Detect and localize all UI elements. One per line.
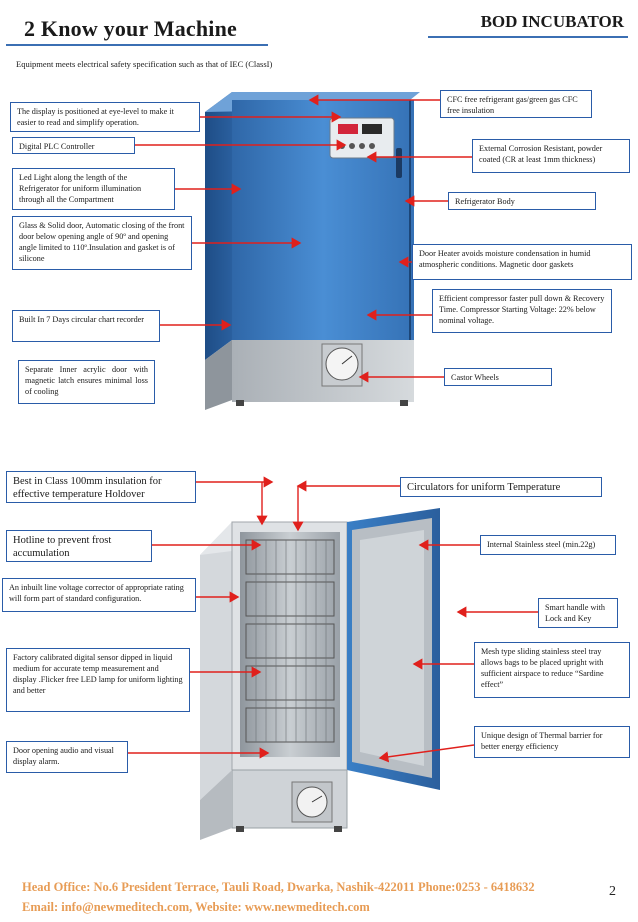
callout-display: The display is positioned at eye-level t… xyxy=(10,102,200,132)
callout-digital-sensor: Factory calibrated digital sensor dipped… xyxy=(6,648,190,712)
page-title: 2 Know your Machine xyxy=(24,16,238,41)
callout-circulators: Circulators for uniform Temperature xyxy=(400,477,602,497)
title-underline xyxy=(6,44,268,46)
safety-subtitle: Equipment meets electrical safety specif… xyxy=(16,59,273,69)
callout-acrylic-door: Separate Inner acrylic door with magneti… xyxy=(18,360,155,404)
callout-smart-handle: Smart handle with Lock and Key xyxy=(538,598,618,628)
page-number: 2 xyxy=(609,884,616,899)
footer-office-address: Head Office: No.6 President Terrace, Tau… xyxy=(22,880,535,894)
callout-stainless-steel: Internal Stainless steel (min.22g) xyxy=(480,535,616,555)
callout-glass-door: Glass & Solid door, Automatic closing of… xyxy=(12,216,192,270)
callout-castor-wheels: Castor Wheels xyxy=(444,368,552,386)
callout-voltage-corrector: An inbuilt line voltage corrector of app… xyxy=(2,578,196,612)
callout-thermal-barrier: Unique design of Thermal barrier for bet… xyxy=(474,726,630,758)
callout-cfc: CFC free refrigerant gas/green gas CFC f… xyxy=(440,90,592,118)
callout-compressor: Efficient compressor faster pull down & … xyxy=(432,289,612,333)
brand-underline xyxy=(428,36,628,38)
callout-frost-hotline: Hotline to prevent frost accumulation xyxy=(6,530,152,562)
callout-corrosion: External Corrosion Resistant, powder coa… xyxy=(472,139,630,173)
callout-insulation: Best in Class 100mm insulation for effec… xyxy=(6,471,196,503)
callout-refrigerator-body: Refrigerator Body xyxy=(448,192,596,210)
brand-title: BOD INCUBATOR xyxy=(480,12,624,31)
callout-chart-recorder: Built In 7 Days circular chart recorder xyxy=(12,310,160,342)
callout-door-alarm: Door opening audio and visual display al… xyxy=(6,741,128,773)
callout-door-heater: Door Heater avoids moisture condensation… xyxy=(412,244,632,280)
callout-mesh-tray: Mesh type sliding stainless steel tray a… xyxy=(474,642,630,698)
callout-led: Led Light along the length of the Refrig… xyxy=(12,168,175,210)
footer-contact: Email: info@newmeditech.com, Website: ww… xyxy=(22,900,370,914)
callout-plc: Digital PLC Controller xyxy=(12,137,135,154)
